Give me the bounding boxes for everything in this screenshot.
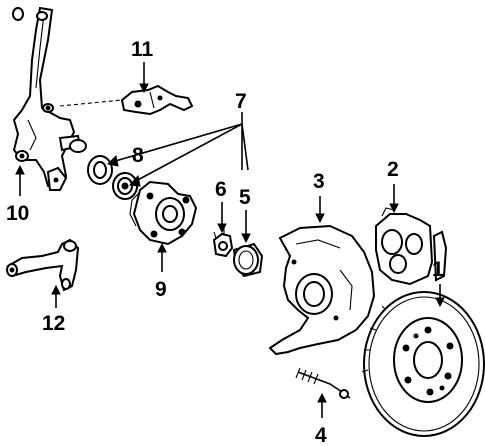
callout-7: 7 — [235, 90, 247, 113]
wear-sensor-icon — [295, 367, 351, 399]
wheel-hub-icon — [129, 180, 198, 246]
steering-knuckle-icon — [12, 6, 87, 192]
seal-and-bearing-icon — [87, 155, 138, 200]
callout-5: 5 — [239, 186, 251, 209]
steering-arm-icon — [6, 238, 80, 292]
dust-cap-icon — [232, 242, 264, 278]
callout-9: 9 — [155, 278, 167, 301]
callout-11: 11 — [131, 38, 154, 61]
callout-8: 8 — [132, 144, 144, 167]
leader-lines — [15, 62, 445, 418]
splash-shield-icon — [268, 224, 376, 356]
callout-3: 3 — [313, 170, 325, 193]
callout-1: 1 — [432, 258, 444, 281]
lock-nut-icon — [212, 228, 234, 258]
brake-rotor-icon — [361, 291, 485, 437]
callout-6: 6 — [215, 178, 227, 201]
callout-12: 12 — [42, 312, 65, 335]
brake-caliper-icon — [375, 207, 448, 286]
callout-10: 10 — [6, 202, 29, 225]
bracket-icon — [59, 84, 194, 116]
callout-4: 4 — [315, 424, 327, 446]
callout-2: 2 — [387, 158, 399, 181]
